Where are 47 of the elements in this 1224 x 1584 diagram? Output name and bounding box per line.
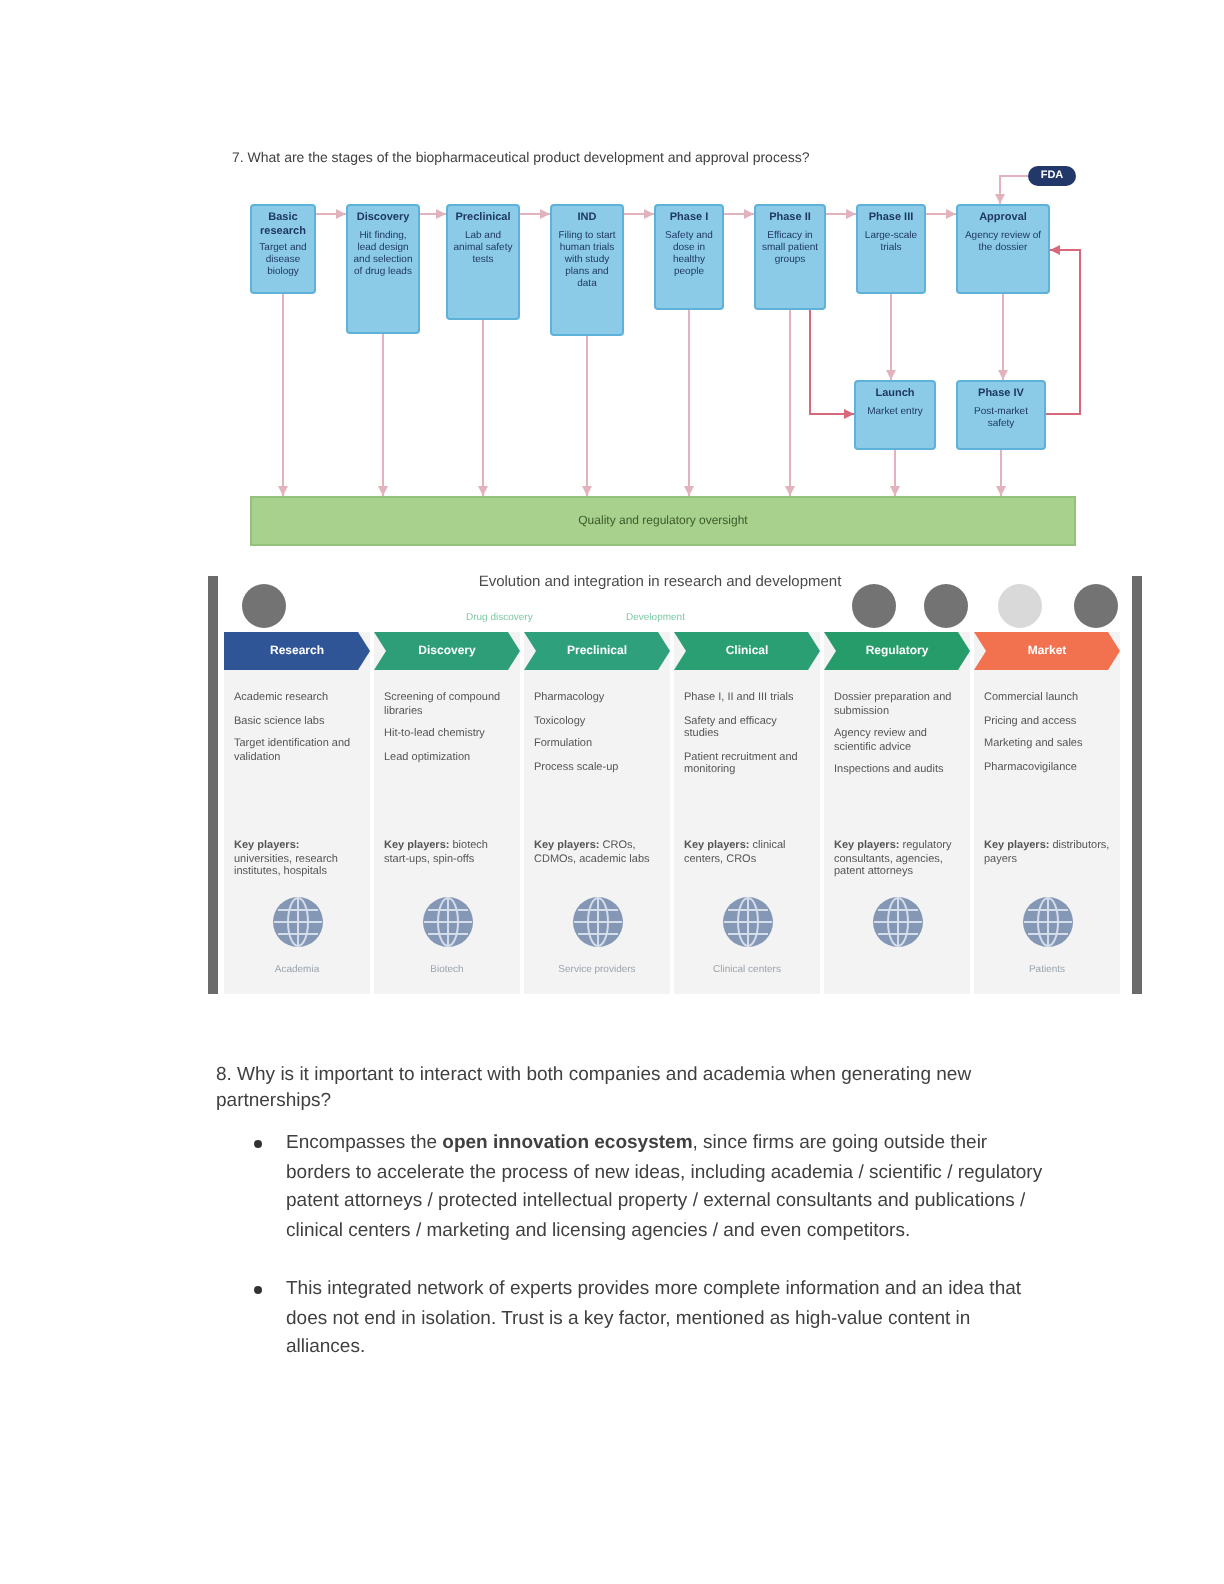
phase-bar [250,496,1076,546]
bullet-text: This integrated network of experts provides more complete information and an idea that does not end in isolation. Trust is a key factor, mentioned as high-value content in alliances. [286,1276,1024,1362]
process-box [654,204,724,310]
arrow [623,209,655,219]
column-panel [824,632,970,994]
column-panel [374,632,520,994]
arrow [996,449,1006,497]
arrow [886,293,896,381]
column-panel [974,632,1120,994]
arrow [809,309,855,419]
chevron-header [524,632,670,670]
process-box [446,204,520,320]
arrow [582,335,592,497]
arrow [684,309,694,497]
arrow [785,309,795,497]
process-box [754,204,826,310]
process-box [956,380,1046,450]
process-box [854,380,936,450]
arrow [723,209,755,219]
chevron-header [974,632,1120,670]
arrow [1045,245,1081,415]
arrow [478,319,488,497]
process-box [550,204,624,336]
chevron-header [374,632,520,670]
arrow [315,209,347,219]
arrow [890,449,900,497]
arrow [378,333,388,497]
arrow [278,293,288,497]
question-text: 8. Why is it important to interact with both companies and academia when generating new partnerships? [216,1062,974,1114]
process-box [346,204,420,334]
column-panel [674,632,820,994]
arrow [995,175,1029,205]
arrow [519,209,551,219]
chevron-header [824,632,970,670]
bullet-text: Encompasses the open innovation ecosystem, since firms are going outside their borders to accelerate the process of new ideas, including academia / scientific / regulatory patent attorneys / protected intellectual property / external consultants and publications / clinical centers / marketing and licensing agencies / and even competitors. [286,1130,1045,1245]
process-box [956,204,1050,294]
column-panel [224,632,370,994]
process-box [250,204,316,294]
chevron-header [674,632,820,670]
arrow [825,209,857,219]
arrow [998,293,1008,381]
arrow [925,209,957,219]
agency-tag [1028,166,1076,186]
arrow [419,209,447,219]
process-box [856,204,926,294]
column-panel [524,632,670,994]
chevron-header [224,632,370,670]
